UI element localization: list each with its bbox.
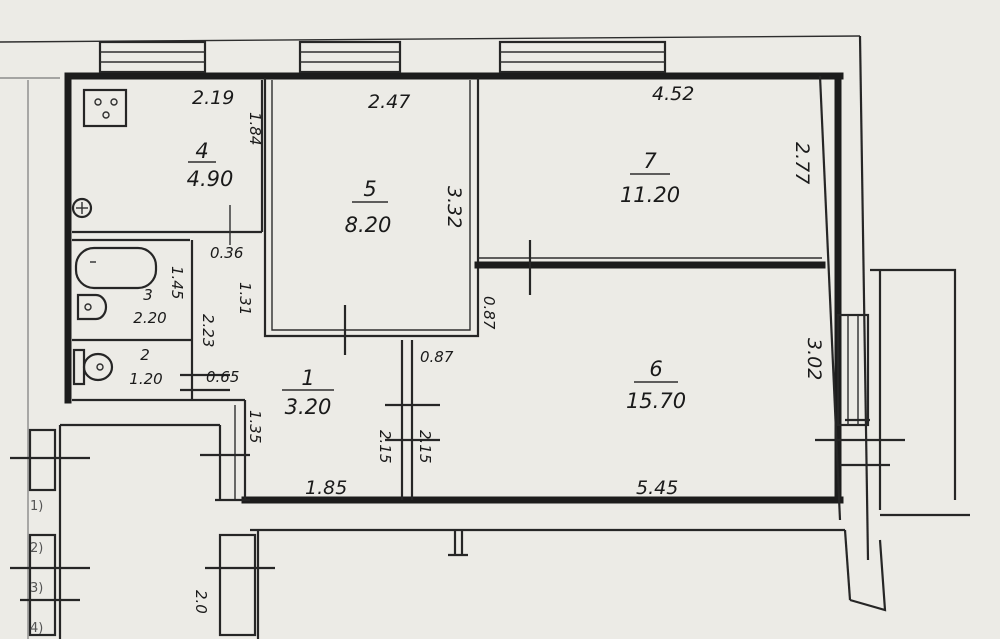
- dim-1-45: 1.45: [168, 266, 186, 299]
- dim-2-15-left: 2.15: [376, 430, 394, 463]
- svg-text:8.20: 8.20: [345, 213, 392, 237]
- stove-burner-icon: [71, 197, 93, 219]
- dim-3-02: 3.02: [803, 338, 825, 380]
- room-label-4: 4 4.90: [187, 139, 234, 191]
- dim-2-19: 2.19: [192, 87, 234, 109]
- svg-text:15.70: 15.70: [626, 389, 686, 413]
- dim-2-15-right: 2.15: [416, 430, 434, 463]
- exterior-walls: [64, 35, 887, 612]
- svg-text:11.20: 11.20: [620, 183, 680, 207]
- dim-5-45: 5.45: [636, 477, 678, 499]
- door-marks: [180, 240, 532, 557]
- dim-3-32: 3.32: [443, 186, 465, 228]
- stairwell: [10, 423, 275, 639]
- dim-4-52: 4.52: [652, 83, 694, 105]
- dim-1-31: 1.31: [236, 282, 254, 315]
- svg-text:7: 7: [643, 149, 657, 173]
- svg-text:6: 6: [649, 357, 662, 381]
- dim-1-35: 1.35: [246, 410, 264, 443]
- svg-text:2): 2): [30, 541, 43, 556]
- svg-text:5: 5: [363, 177, 376, 201]
- dim-2-47: 2.47: [368, 91, 410, 113]
- balcony-window: [815, 268, 970, 517]
- dim-1-85: 1.85: [305, 477, 347, 499]
- dimension-labels: 2.19 2.47 4.52 1.84 3.32 2.77 0.36 1.45 …: [168, 83, 825, 614]
- room-label-7: 7 11.20: [620, 149, 680, 207]
- svg-text:4: 4: [195, 139, 208, 163]
- svg-text:4.90: 4.90: [187, 167, 234, 191]
- bathtub-icon: [74, 246, 158, 290]
- sink-icon: [82, 88, 128, 128]
- dim-1-84: 1.84: [246, 112, 264, 145]
- room-label-5: 5 8.20: [345, 177, 392, 237]
- svg-text:1.20: 1.20: [129, 370, 162, 388]
- dim-0-65: 0.65: [206, 368, 239, 386]
- page-frame: [0, 35, 861, 639]
- toilet-icon: [72, 348, 114, 386]
- window-2: [298, 40, 402, 74]
- svg-text:3): 3): [30, 581, 43, 596]
- svg-text:1: 1: [301, 366, 314, 390]
- washbasin-icon: [76, 293, 108, 321]
- room-label-2: 2 1.20: [129, 346, 162, 388]
- svg-text:1): 1): [30, 499, 43, 514]
- room-label-3: 3 2.20: [133, 286, 166, 327]
- svg-text:2: 2: [140, 346, 150, 364]
- room-label-1: 1 3.20: [282, 366, 334, 419]
- interior-walls: [72, 78, 826, 500]
- edge-marks: 1) 2) 3) 4): [30, 499, 43, 636]
- svg-text:4): 4): [30, 621, 43, 636]
- window-3: [498, 40, 667, 74]
- dim-2-77: 2.77: [791, 142, 813, 184]
- dim-0-87: 0.87: [420, 348, 454, 366]
- dim-0-87-vertical: 0.87: [480, 296, 498, 330]
- dim-0-36: 0.36: [210, 244, 243, 262]
- svg-text:3: 3: [143, 286, 153, 304]
- svg-text:2.20: 2.20: [133, 309, 166, 327]
- svg-text:3.20: 3.20: [285, 395, 332, 419]
- window-1: [98, 40, 207, 74]
- dim-2-0: 2.0: [192, 590, 210, 614]
- dim-2-23: 2.23: [199, 314, 217, 347]
- room-label-6: 6 15.70: [626, 357, 686, 413]
